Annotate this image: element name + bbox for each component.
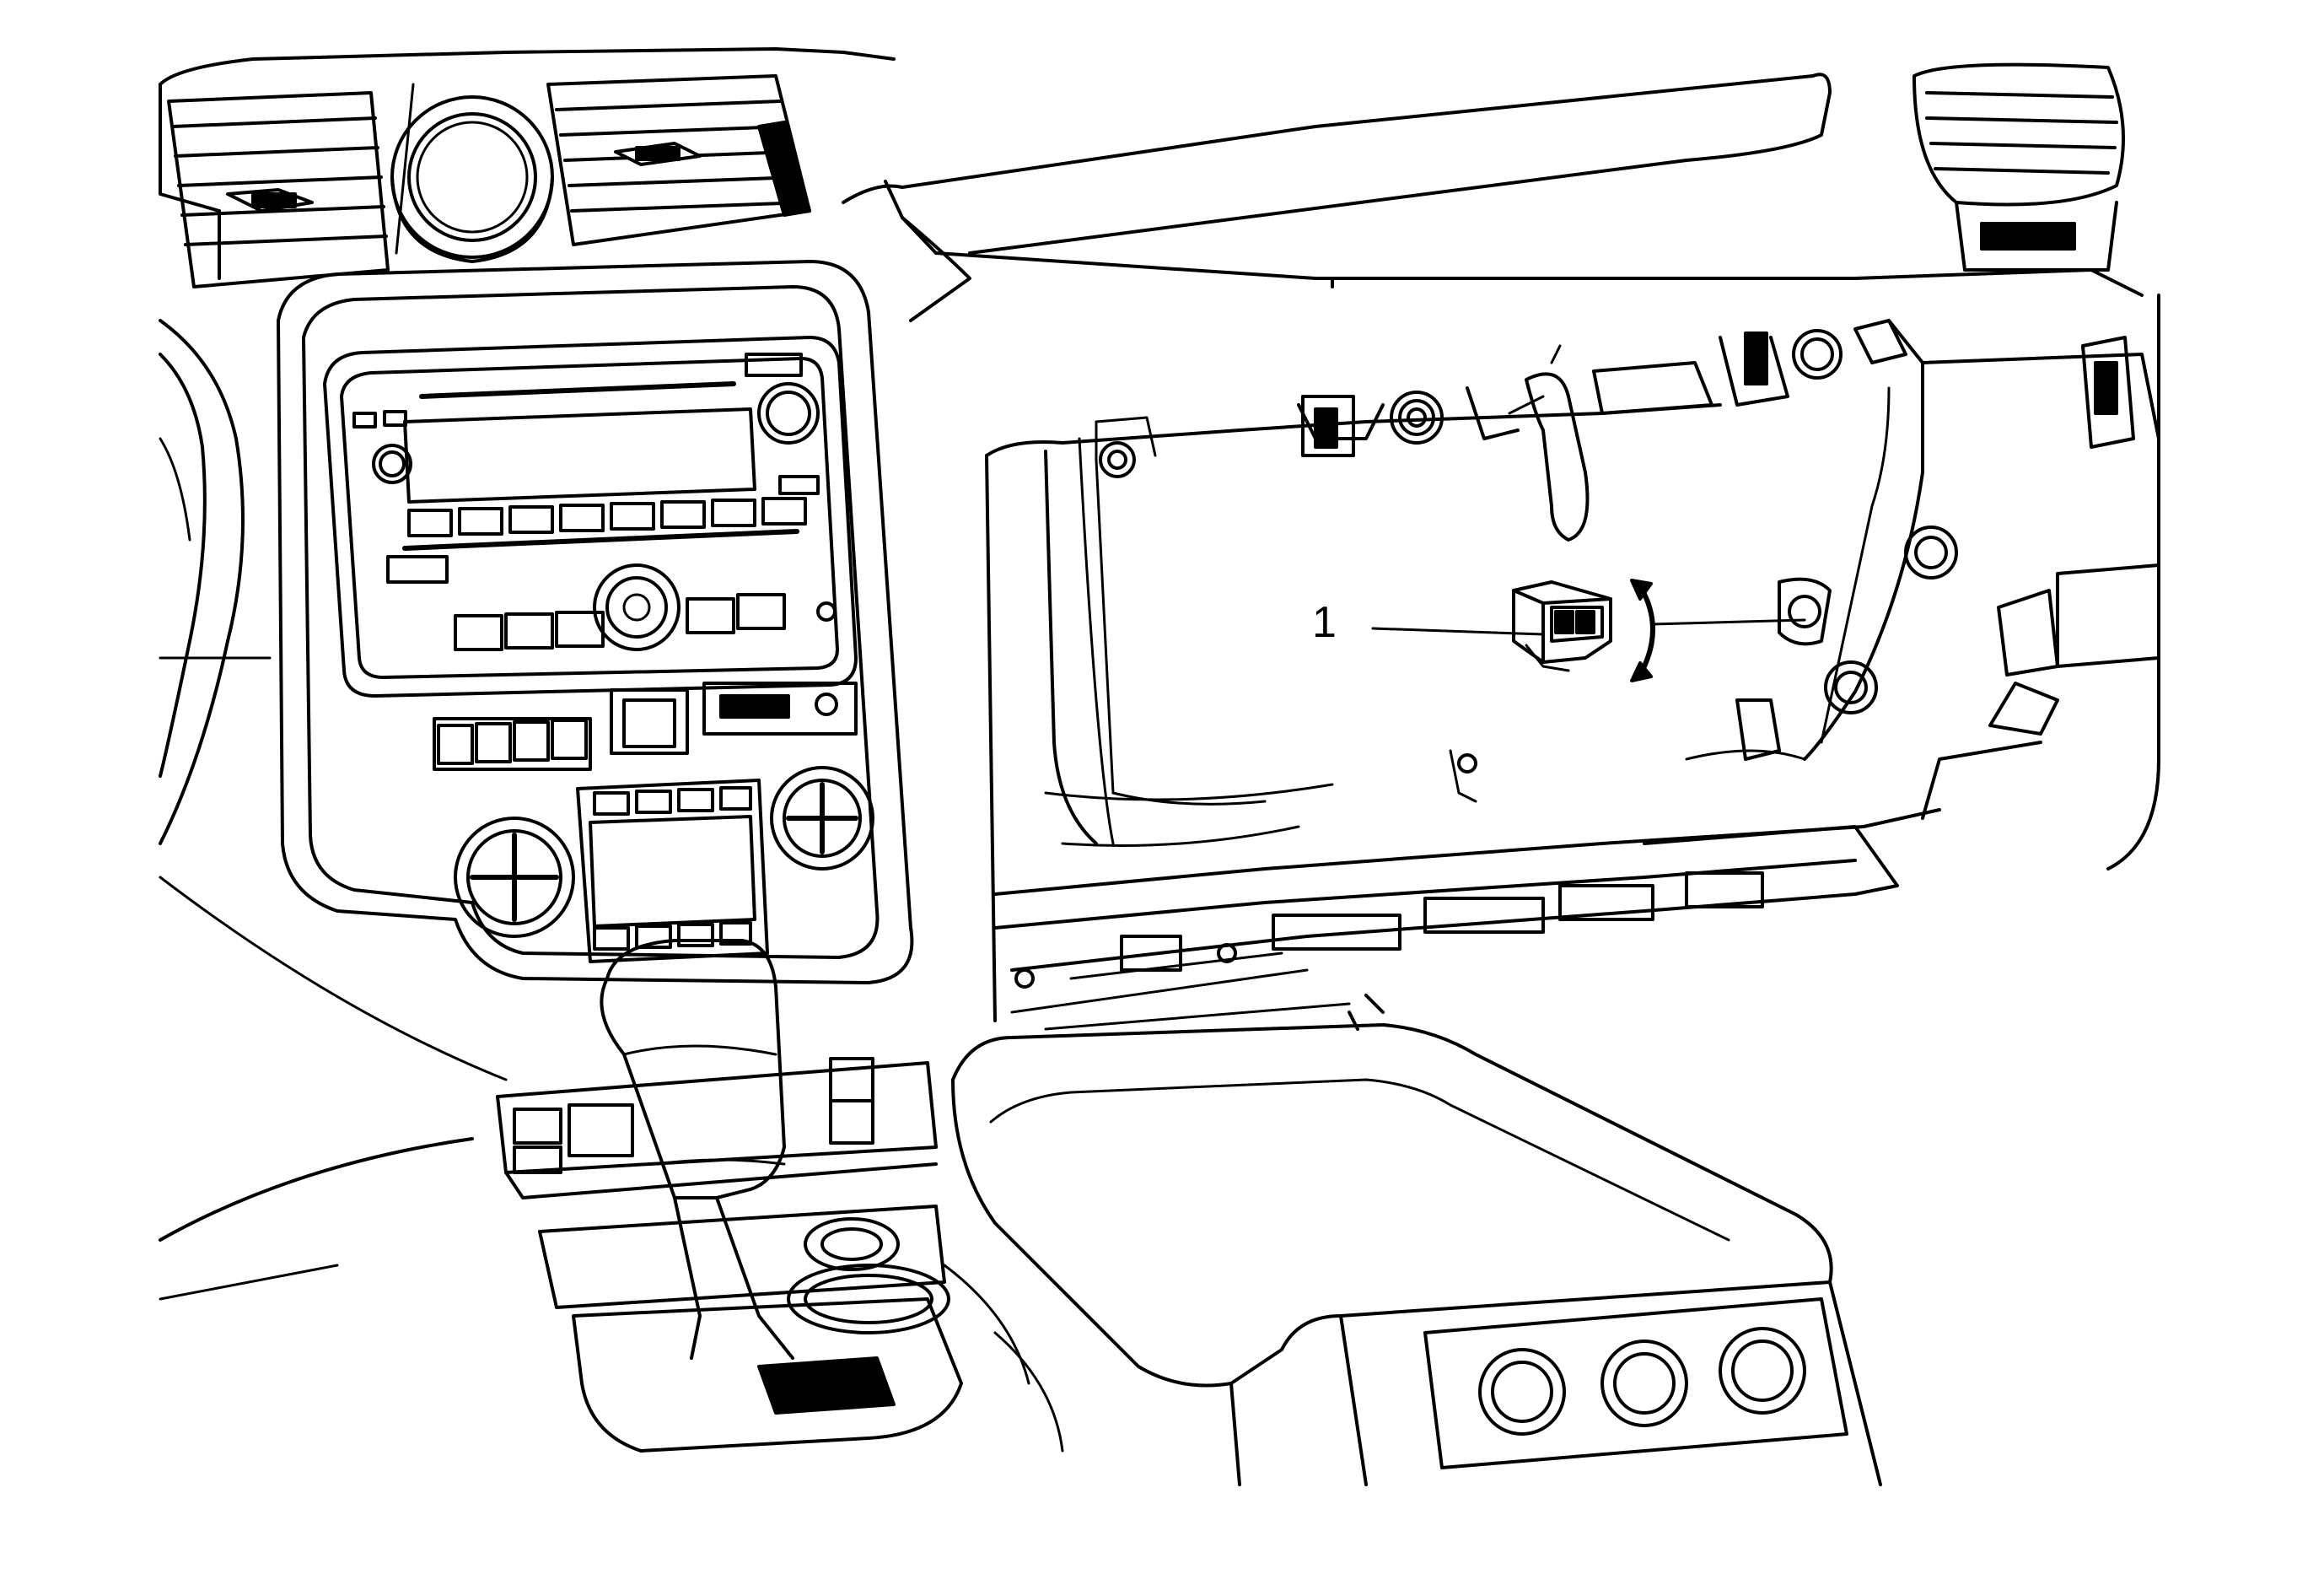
glove-box-upper-interior xyxy=(1095,319,2135,542)
steering-wheel xyxy=(159,319,272,845)
center-air-vent xyxy=(546,74,811,246)
sensor-mount-hole xyxy=(1735,577,1832,761)
glove-box-opening xyxy=(985,403,2042,1031)
center-stack-bezel xyxy=(277,260,914,984)
climate-controls xyxy=(433,682,874,963)
dash-top-outline xyxy=(159,47,2144,322)
radio-head-unit xyxy=(323,336,858,698)
right-air-vent xyxy=(1912,62,2125,272)
callout-label-1: 1 xyxy=(1312,598,1337,647)
right-side-panel xyxy=(1331,277,2160,871)
sensor-component xyxy=(1512,580,1612,672)
lower-console xyxy=(159,876,963,1453)
rotation-arrow-icon xyxy=(1630,579,1655,682)
center-clock-dial xyxy=(390,83,554,263)
center-armrest xyxy=(943,1023,1882,1486)
left-air-vent xyxy=(167,91,390,288)
dash-lower-trim xyxy=(1044,749,1806,847)
